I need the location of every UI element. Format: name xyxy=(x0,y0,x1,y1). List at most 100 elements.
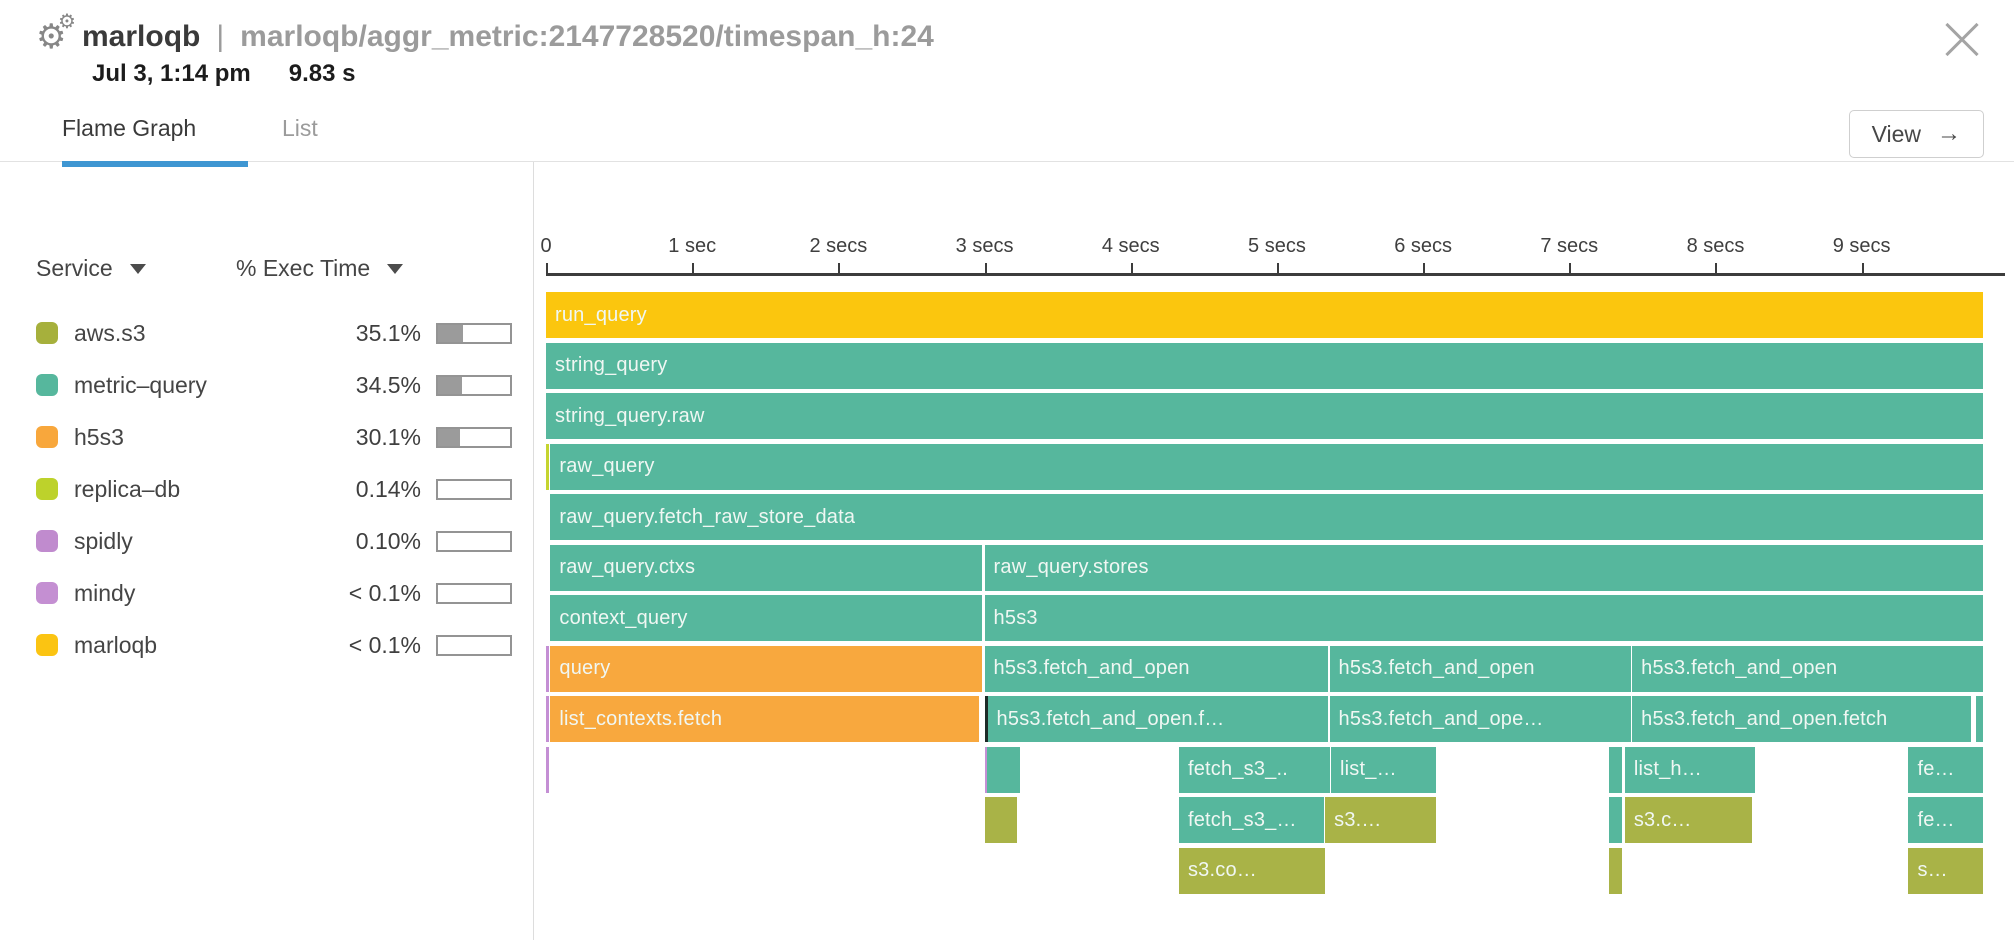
axis-tick xyxy=(1861,263,1864,273)
flame-span[interactable]: h5s3.fetch_and_open.f… xyxy=(984,696,1329,742)
flame-span[interactable] xyxy=(546,443,549,490)
flame-span[interactable] xyxy=(1975,696,1983,742)
flame-span[interactable]: string_query.raw xyxy=(546,393,1983,439)
flame-span[interactable]: query xyxy=(550,645,982,692)
flame-span[interactable]: raw_query.stores xyxy=(984,544,1983,591)
flame-span[interactable]: fetch_s3_.. xyxy=(1178,746,1330,793)
service-list-item[interactable]: mindy< 0.1% xyxy=(36,567,512,619)
service-exec-pct: < 0.1% xyxy=(348,631,421,658)
service-list-item[interactable]: replica–db 0.14% xyxy=(36,463,512,515)
flame-span[interactable]: raw_query.ctxs xyxy=(550,544,982,591)
service-color-swatch xyxy=(36,478,58,500)
column-header-exec-time[interactable]: % Exec Time xyxy=(236,255,404,282)
flame-span-label: query xyxy=(559,657,611,679)
flame-span[interactable]: h5s3.fetch_and_open.fetch xyxy=(1632,696,1972,742)
flame-span-label: h5s3.fetch_and_open xyxy=(1338,657,1535,679)
chevron-down-icon xyxy=(387,263,404,274)
axis-tick-label: 4 secs xyxy=(1101,235,1160,257)
axis-tick xyxy=(1715,263,1718,273)
service-color-swatch xyxy=(36,582,58,604)
flame-row: query h5s3.fetch_and_open h5s3.fetch_and_o… xyxy=(546,645,1983,692)
tab-list[interactable]: List xyxy=(282,115,318,141)
flame-span[interactable]: s… xyxy=(1908,847,1983,894)
flame-span[interactable]: s3.… xyxy=(1325,797,1437,843)
column-header-service[interactable]: Service xyxy=(36,255,146,282)
flame-span-label: fe… xyxy=(1917,808,1955,831)
service-exec-pct: 34.5% xyxy=(355,371,421,398)
flame-span-label: raw_query.ctxs xyxy=(559,556,696,578)
flame-span[interactable] xyxy=(546,696,549,742)
flame-span[interactable]: list_… xyxy=(1331,746,1437,793)
axis-tick-label: 3 secs xyxy=(955,235,1014,257)
tab-flame-graph[interactable]: Flame Graph xyxy=(62,115,249,167)
axis-tick-label: 5 secs xyxy=(1248,235,1306,257)
service-color-swatch xyxy=(36,374,58,396)
flame-span[interactable]: h5s3.fetch_and_ope… xyxy=(1329,696,1631,742)
axis-tick xyxy=(984,263,987,273)
service-exec-pct: 30.1% xyxy=(355,423,421,450)
flame-span[interactable]: h5s3 xyxy=(984,595,1983,641)
service-list-item[interactable]: marloqb < 0.1% xyxy=(36,619,512,671)
flame-span[interactable]: raw_query.fetch_raw_store_data xyxy=(550,494,1983,540)
exec-pct-bar xyxy=(436,478,512,500)
flame-span[interactable] xyxy=(546,746,549,793)
flame-span[interactable]: fetch_s3_… xyxy=(1178,797,1324,843)
axis-tick-label: 1 sec xyxy=(668,235,717,257)
flame-span[interactable]: h5s3.fetch_and_open xyxy=(1632,645,1983,692)
flame-span[interactable] xyxy=(984,797,1017,843)
axis-tick xyxy=(838,263,841,273)
axis-tick xyxy=(1569,263,1572,273)
axis-tick-label: 8 secs xyxy=(1686,235,1745,257)
flame-span[interactable] xyxy=(1608,746,1622,793)
service-name: replica–db xyxy=(74,475,181,502)
service-exec-pct: 0.14% xyxy=(355,475,421,502)
flame-span[interactable]: run_query xyxy=(546,292,1983,338)
flame-row: string_query.raw xyxy=(546,393,1983,439)
service-name: marloqb xyxy=(74,631,158,658)
flame-span[interactable]: h5s3.fetch_and_open xyxy=(984,645,1329,692)
close-icon[interactable] xyxy=(1944,22,1980,58)
flame-span[interactable]: string_query xyxy=(546,342,1983,389)
trace-service-name: marloqb xyxy=(82,20,201,53)
trace-resource-path: marloqb/aggr_metric:2147728520/timespan_… xyxy=(240,20,934,53)
flame-span[interactable] xyxy=(1608,847,1622,894)
flame-span[interactable]: s3.co… xyxy=(1178,847,1326,894)
trace-meta: Jul 3, 1:14 pm 9.83 s xyxy=(92,60,355,88)
service-color-swatch xyxy=(36,530,58,552)
flame-span[interactable] xyxy=(984,746,988,793)
view-button-label: View xyxy=(1871,120,1921,147)
flame-span[interactable]: s3.c… xyxy=(1624,797,1753,843)
axis-tick xyxy=(1130,263,1133,273)
exec-pct-bar xyxy=(436,530,512,552)
flame-span[interactable]: context_query xyxy=(550,595,982,641)
flame-span[interactable]: list_h… xyxy=(1624,746,1755,793)
flame-span[interactable]: fe… xyxy=(1908,797,1983,843)
panel-divider xyxy=(533,162,534,940)
flame-span-label: s3.c… xyxy=(1633,808,1692,831)
service-name: aws.s3 xyxy=(74,319,146,346)
exec-pct-bar xyxy=(436,634,512,656)
axis-tick xyxy=(546,263,548,273)
flame-span[interactable] xyxy=(987,746,1020,793)
service-exec-pct: < 0.1% xyxy=(348,579,421,606)
flame-span-label: h5s3.fetch_and_open.fetch xyxy=(1641,707,1888,730)
view-button[interactable]: View → xyxy=(1848,110,1984,158)
flame-span-label: run_query xyxy=(555,303,647,326)
exec-pct-bar-fill xyxy=(438,324,464,342)
flame-span[interactable] xyxy=(1608,797,1622,843)
flame-span-label: list_… xyxy=(1340,758,1397,780)
flame-span[interactable]: fe… xyxy=(1908,746,1983,793)
axis-tick xyxy=(1276,263,1279,273)
flame-span[interactable] xyxy=(546,645,549,692)
flame-span[interactable]: list_contexts.fetch xyxy=(550,696,979,742)
flame-span[interactable]: h5s3.fetch_and_open xyxy=(1329,645,1631,692)
title-separator: | xyxy=(216,20,225,53)
flame-span[interactable]: raw_query xyxy=(550,443,1983,490)
